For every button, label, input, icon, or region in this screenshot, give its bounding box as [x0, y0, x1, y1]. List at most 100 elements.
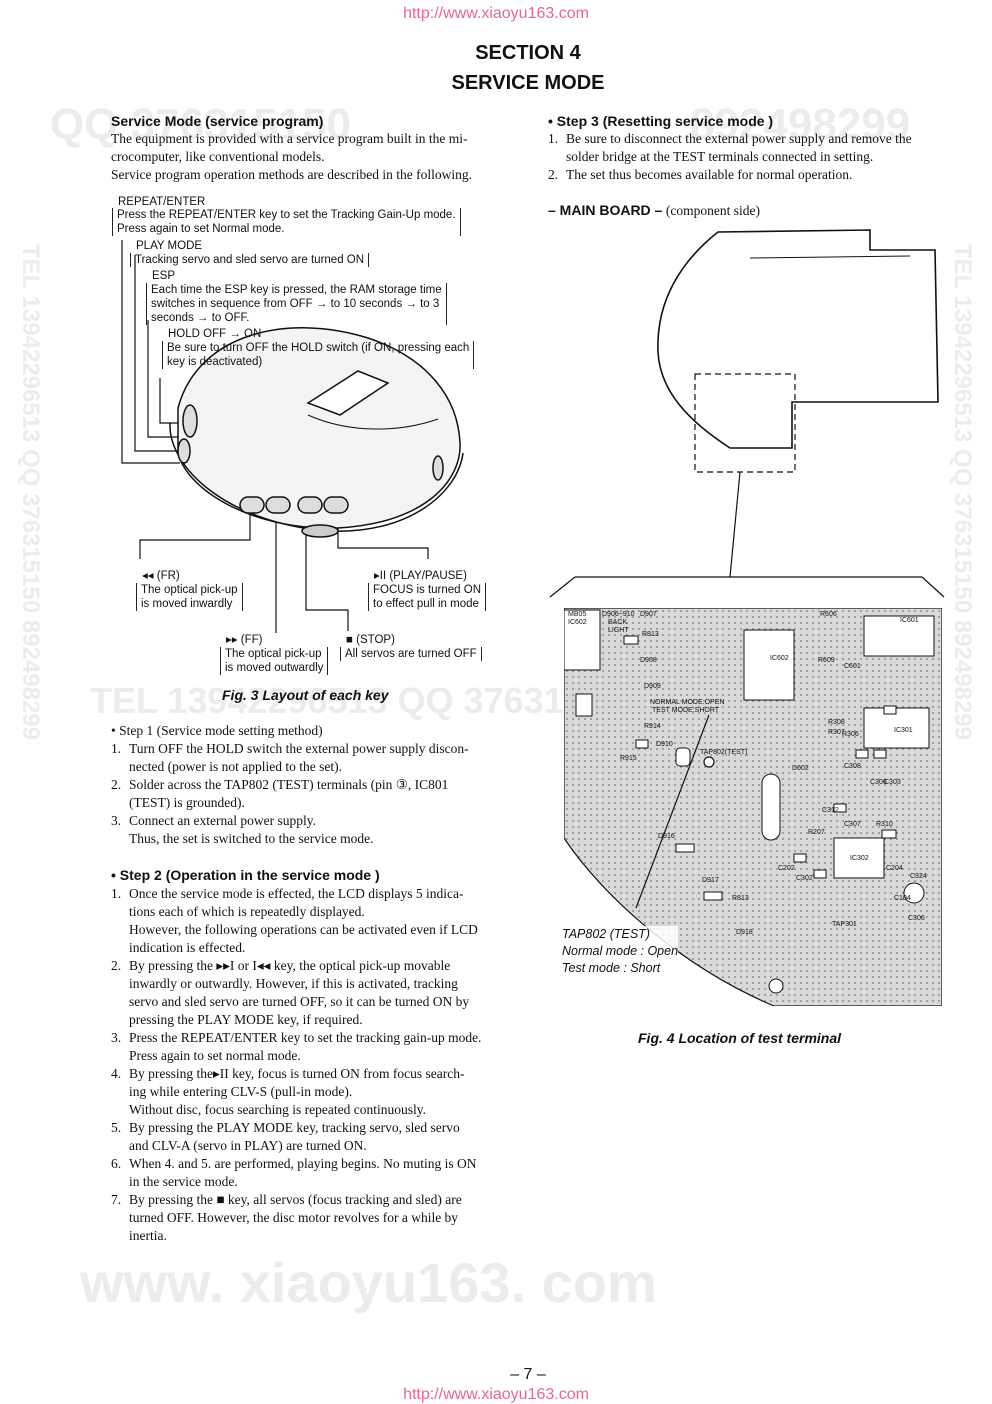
pcb-label: C202 [778, 865, 795, 872]
tap802-note-test: Test mode : Short [562, 961, 661, 975]
pcb-label: NORMAL MODE:OPEN [650, 699, 724, 706]
tap802-note-title: TAP802 (TEST) [562, 927, 650, 941]
step2-number: 6. [111, 1156, 122, 1171]
step2-line: By pressing the ■ key, all servos (focus… [129, 1192, 462, 1207]
pcb-label: D917 [702, 877, 719, 884]
step1-line: Turn OFF the HOLD switch the external po… [129, 741, 469, 756]
pcb-label: C204 [886, 865, 903, 872]
pcb-label: C601 [844, 663, 861, 670]
step3-list: 1.Be sure to disconnect the external pow… [548, 130, 958, 184]
pcb-label: C302 [796, 875, 813, 882]
pcb-label: TEST MODE:SHORT [652, 707, 720, 714]
step2-item: 3.Press the REPEAT/ENTER key to set the … [111, 1029, 511, 1065]
pcb-label: R915 [620, 755, 637, 762]
step2-line: tions each of which is repeatedly displa… [129, 904, 365, 919]
esp-label: ESP [152, 270, 176, 282]
pcb-label: IC601 [900, 617, 919, 624]
section-subtitle: SERVICE MODE [451, 72, 605, 94]
step1-section: • Step 1 (Service mode setting method) 1… [111, 722, 511, 848]
step3-heading: • Step 3 (Resetting service mode ) [548, 113, 774, 129]
step2-number: 7. [111, 1192, 122, 1207]
pcb-label: TAP802(TEST) [700, 749, 747, 756]
fig3-diagram: REPEAT/ENTER Press the REPEAT/ENTER key … [108, 193, 528, 683]
watermark-top-left: QQ 376315150 [50, 100, 351, 149]
step2-item: 1.Once the service mode is effected, the… [111, 885, 511, 957]
step2-list: 1.Once the service mode is effected, the… [111, 885, 511, 1245]
step1-item: 3.Connect an external power supply.Thus,… [111, 812, 511, 848]
play-pause-label: ▸II (PLAY/PAUSE) [374, 570, 467, 582]
intro-paragraph: The equipment is provided with a service… [111, 130, 516, 184]
pcb-label: R310 [876, 821, 893, 828]
step2-line: Press the REPEAT/ENTER key to set the tr… [129, 1030, 482, 1045]
pcb-label: D906~910 [602, 611, 635, 618]
pcb-label: R306 [842, 731, 859, 738]
fig3-caption: Fig. 3 Layout of each key [222, 687, 389, 703]
step3-section: 1.Be sure to disconnect the external pow… [548, 130, 958, 184]
step1-line: Thus, the set is switched to the service… [129, 831, 374, 846]
step3-item: 2. The set thus becomes available for nor… [548, 166, 958, 184]
step2-number: 4. [111, 1066, 122, 1081]
watermark-mid: TEL 13942296513 QQ 376315150 [90, 680, 644, 721]
step2-number: 2. [111, 958, 122, 973]
step2-line: servo and sled servo are turned OFF, so … [129, 994, 470, 1009]
pcb-label: C303 [884, 779, 901, 786]
step3-line: The set thus becomes available for norma… [566, 167, 853, 182]
step1-line: (TEST) is grounded). [129, 795, 245, 810]
header-url-link[interactable]: http://www.xiaoyu163.com [403, 5, 589, 22]
step1-item: 1.Turn OFF the HOLD switch the external … [111, 740, 511, 776]
step2-line: Without disc, focus searching is repeate… [129, 1102, 427, 1117]
step2-number: 5. [111, 1120, 122, 1135]
esp-desc: Each time the ESP key is pressed, the RA… [146, 283, 447, 325]
pcb-label: R914 [644, 723, 661, 730]
step2-line: turned OFF. However, the disc motor revo… [129, 1210, 459, 1225]
pcb-label: IC302 [850, 855, 869, 862]
fig3-device-drawing [121, 240, 464, 633]
step2-line: pressing the PLAY MODE key, if required. [129, 1012, 363, 1027]
step3-line: Be sure to disconnect the external power… [566, 131, 912, 146]
step2-item: 6.When 4. and 5. are performed, playing … [111, 1155, 511, 1191]
step2-line: However, the following operations can be… [129, 922, 478, 937]
step2-line: inwardly or outwardly. However, if this … [129, 976, 458, 991]
hold-desc: Be sure to turn OFF the HOLD switch (if … [162, 341, 475, 369]
pcb-label: D908 [640, 657, 657, 664]
step2-line: By pressing the ▸▸I or I◂◂ key, the opti… [129, 958, 451, 973]
fig4-caption: Fig. 4 Location of test terminal [638, 1030, 842, 1046]
watermark-top-right: 892498299 [690, 100, 911, 149]
watermark-side-left: TEL 13942296513 QQ 376315150 892498299 [17, 244, 44, 740]
pcb-label: D909 [644, 683, 661, 690]
step3-line: solder bridge at the TEST terminals conn… [566, 149, 874, 164]
intro-line: crocomputer, like conventional models. [111, 149, 325, 164]
pcb-label: C104 [894, 895, 911, 902]
tap802-note-normal: Normal mode : Open [562, 944, 679, 958]
play-mode-label: PLAY MODE [136, 240, 203, 252]
step2-line: Once the service mode is effected, the L… [129, 886, 464, 901]
step3-number: 2. [548, 167, 559, 182]
step2-line: By pressing the PLAY MODE key, tracking … [129, 1120, 460, 1135]
step1-list: 1.Turn OFF the HOLD switch the external … [111, 740, 511, 848]
pcb-label: D918 [736, 929, 753, 936]
pcb-label: R609 [818, 657, 835, 664]
pcb-label: R308 [828, 719, 845, 726]
stop-desc: All servos are turned OFF [340, 647, 482, 661]
pcb-label: C307 [844, 821, 861, 828]
footer-url-link[interactable]: http://www.xiaoyu163.com [403, 1386, 589, 1403]
pcb-label: C306 [870, 779, 887, 786]
pcb-label: C306 [908, 915, 925, 922]
step1-line: nected (power is not applied to the set)… [129, 759, 342, 774]
pcb-label: C308 [844, 763, 861, 770]
pcb-label: LIGHT [608, 627, 629, 634]
pcb-label: R813 [732, 895, 749, 902]
pcb-label: D907 [640, 611, 657, 618]
intro-line: Service program operation methods are de… [111, 167, 473, 182]
pcb-label: MB05 [568, 611, 586, 618]
step2-line: and CLV-A (servo in PLAY) are turned ON. [129, 1138, 367, 1153]
step2-line: By pressing the▸II key, focus is turned … [129, 1066, 465, 1081]
main-board-title: – MAIN BOARD – [548, 202, 663, 218]
step2-line: in the service mode. [129, 1174, 238, 1189]
main-board-label: – MAIN BOARD – (component side) [548, 202, 760, 220]
